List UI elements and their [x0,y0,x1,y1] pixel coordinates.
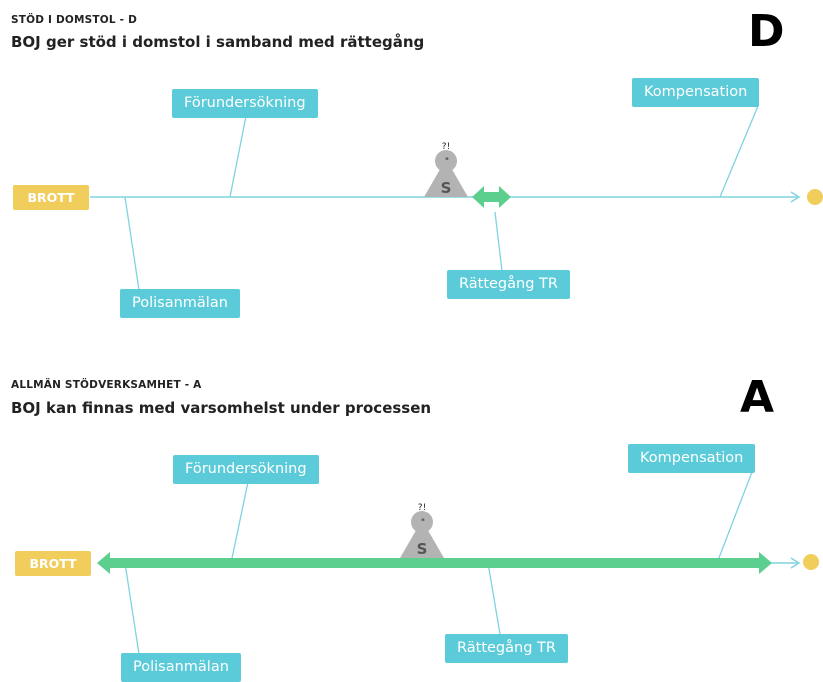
figure-mark: ?! [442,142,450,152]
panel-kicker: ALLMÄN STÖDVERKSAMHET - A [11,379,202,391]
label-forundersokning: Förundersökning [173,455,319,484]
figure-letter: S [417,540,428,558]
connector-forundersokning [229,115,247,198]
support-arrow [472,186,511,208]
label-polisanmalan: Polisanmälan [120,289,240,318]
label-forundersokning: Förundersökning [172,89,318,118]
end-dot [803,554,819,570]
connector-rattegang [487,562,501,635]
panel-letter: A [740,372,775,423]
support-arrow [97,552,772,574]
label-rattegang: Rättegång TR [445,634,568,663]
brott-label: BROTT [13,185,89,210]
person-figure: ?! " S [424,142,468,197]
figure-quote: " [445,157,449,167]
label-polisanmalan: Polisanmälan [121,653,241,682]
timeline-arrowhead [790,191,801,203]
connector-polisanmalan [124,562,140,655]
panel-subtitle: BOJ ger stöd i domstol i samband med rät… [11,33,425,51]
figure-letter: S [441,179,452,197]
label-rattegang: Rättegång TR [447,270,570,299]
person-figure: ?! " S [400,503,444,558]
panel-a: ALLMÄN STÖDVERKSAMHET - A BOJ kan finnas… [0,368,823,682]
panel-subtitle: BOJ kan finnas med varsomhelst under pro… [11,399,432,417]
panel-kicker: STÖD I DOMSTOL - D [11,14,138,26]
timeline-diagram: ?! " S [97,471,819,655]
panel-d: STÖD I DOMSTOL - D BOJ ger stöd i domsto… [0,0,823,340]
label-kompensation: Kompensation [628,444,756,473]
figure-quote: " [421,518,425,528]
end-dot [807,189,823,205]
label-kompensation: Kompensation [632,78,760,107]
connector-polisanmalan [124,196,140,291]
timeline-arrowhead [790,557,801,569]
timeline-diagram: ?! " S [90,105,823,291]
connector-kompensation [719,105,759,198]
panel-letter: D [748,6,785,57]
figure-mark: ?! [418,503,426,513]
connector-forundersokning [230,481,249,564]
connector-kompensation [716,471,753,564]
brott-label: BROTT [15,551,91,576]
connector-rattegang [494,211,503,272]
